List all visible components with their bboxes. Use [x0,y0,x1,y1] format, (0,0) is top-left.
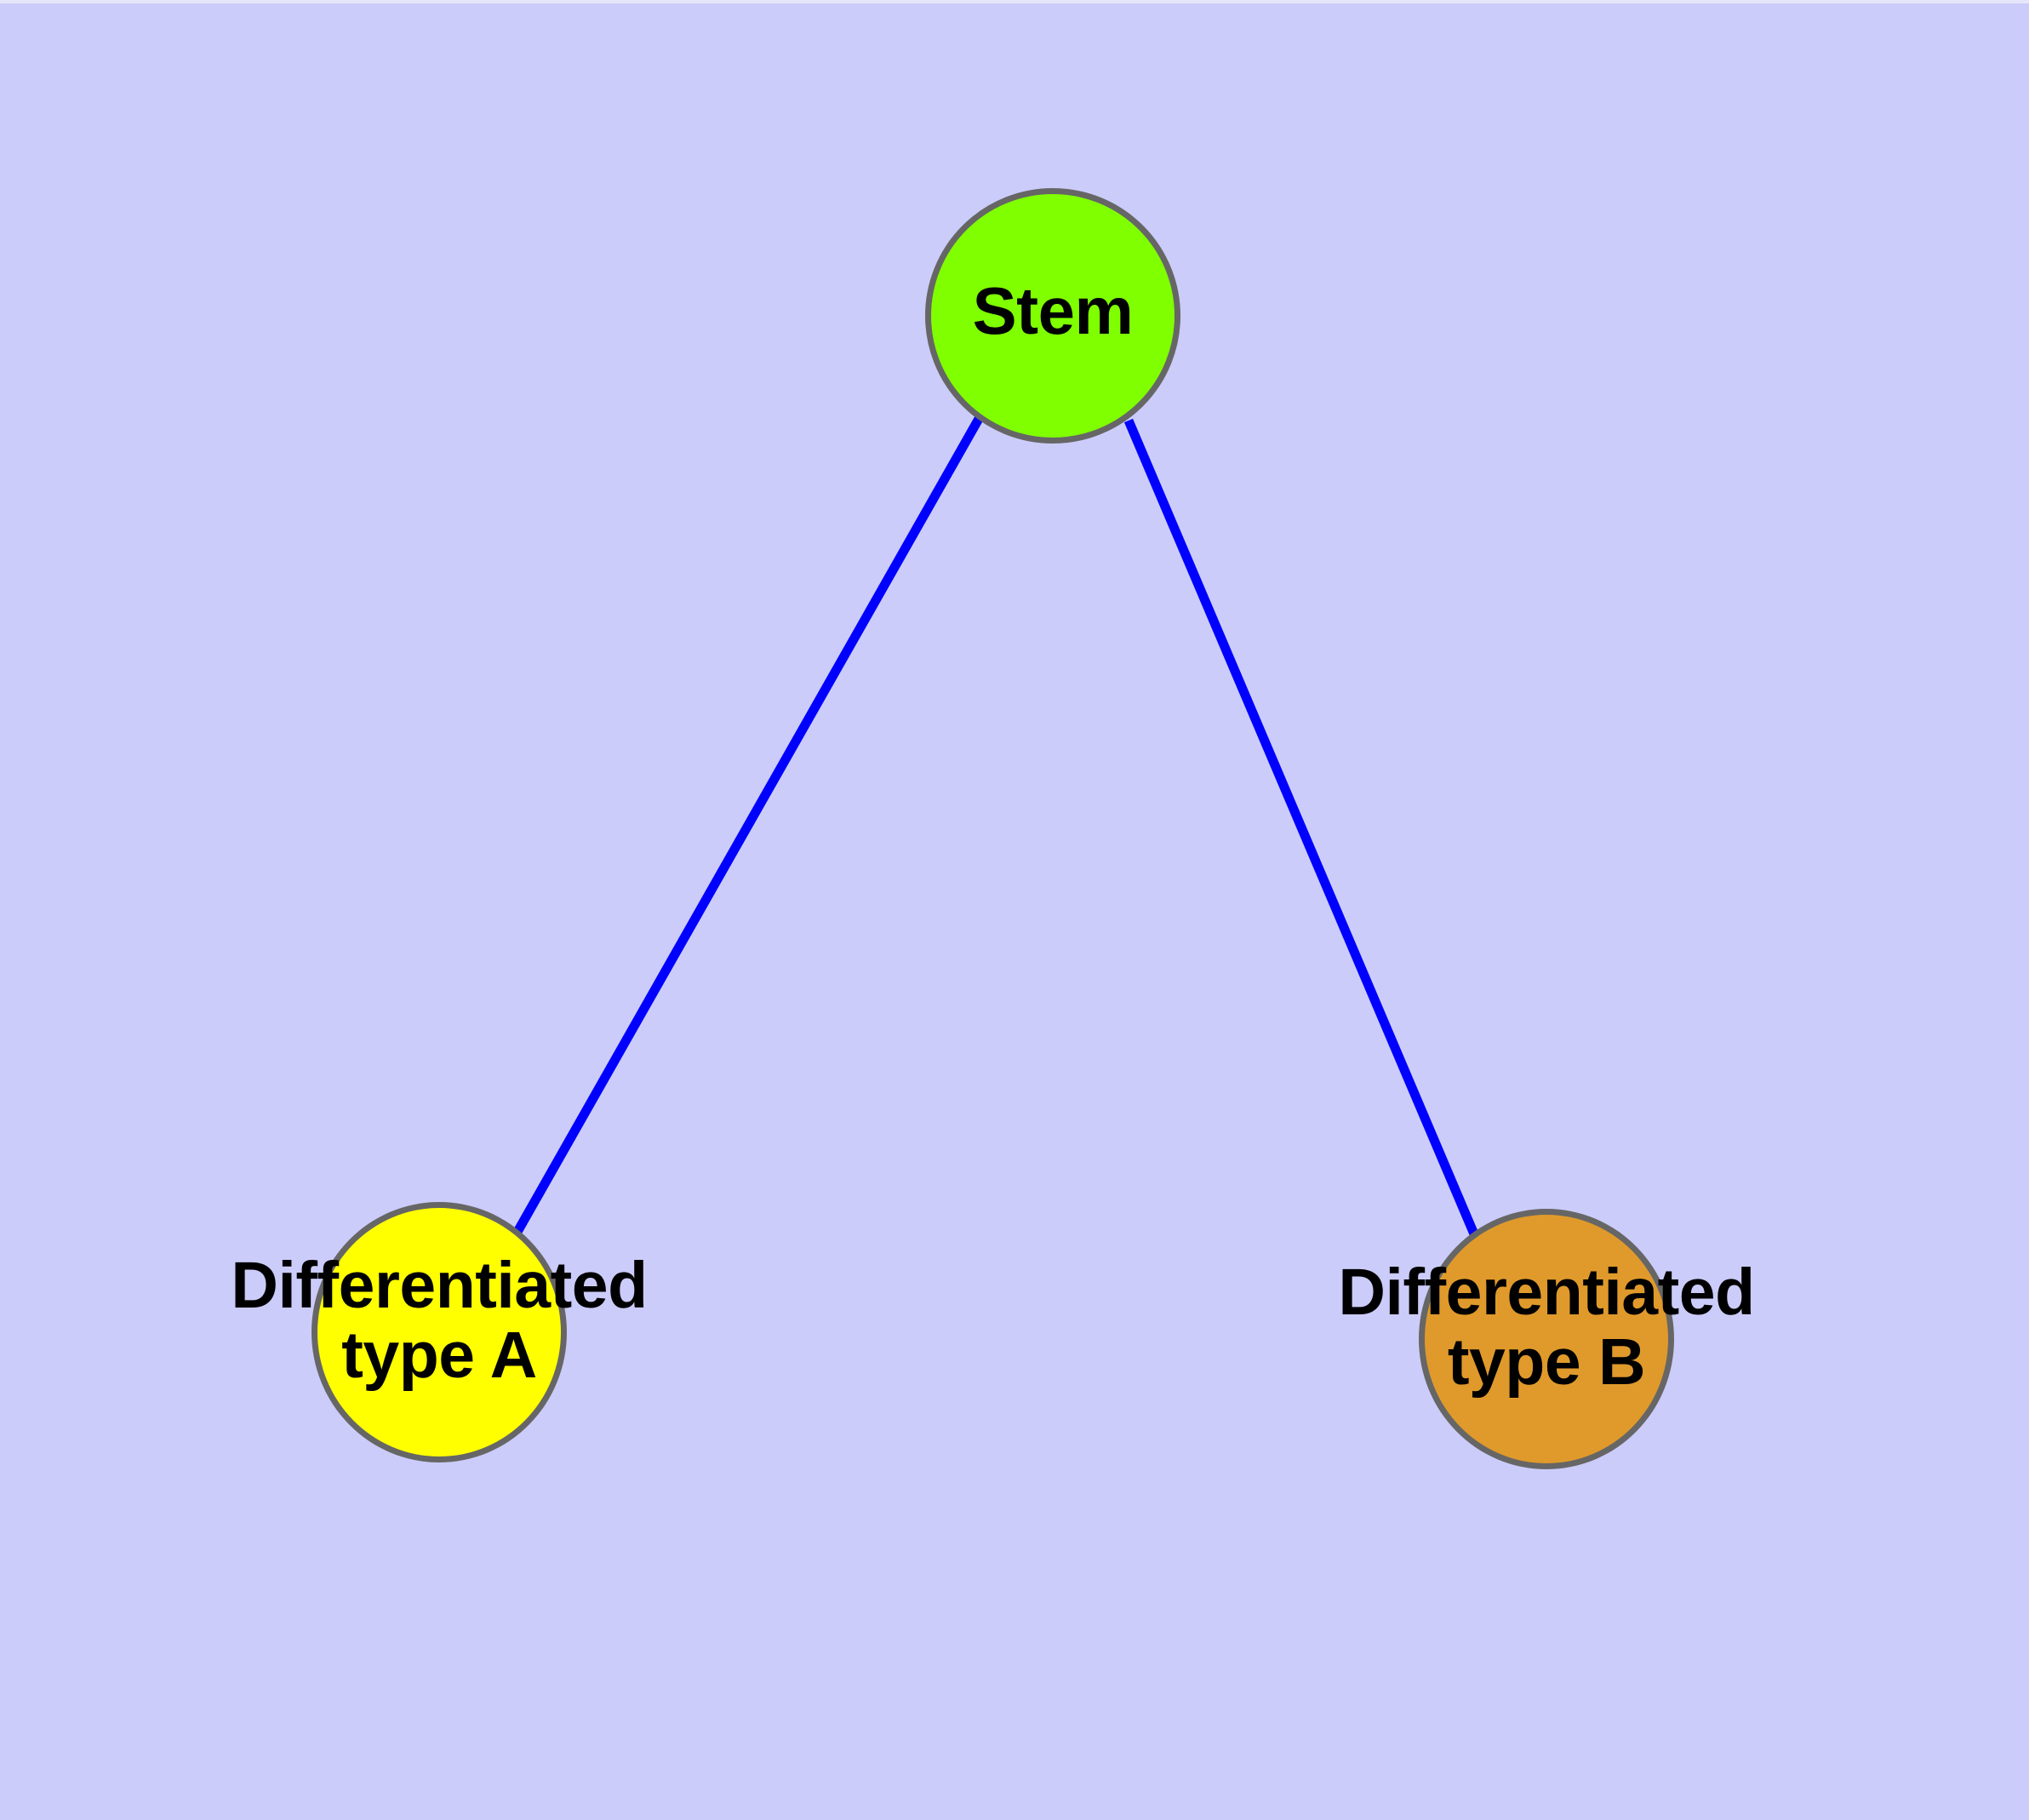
top-edge-strip [0,0,2029,3]
node-stem[interactable] [925,188,1180,444]
node-differentiated-type-b[interactable] [1419,1209,1674,1469]
node-differentiated-type-a[interactable] [311,1202,567,1462]
edge-stem-to-diff-a [513,416,983,1234]
edge-stem-to-diff-b [1123,418,1480,1239]
